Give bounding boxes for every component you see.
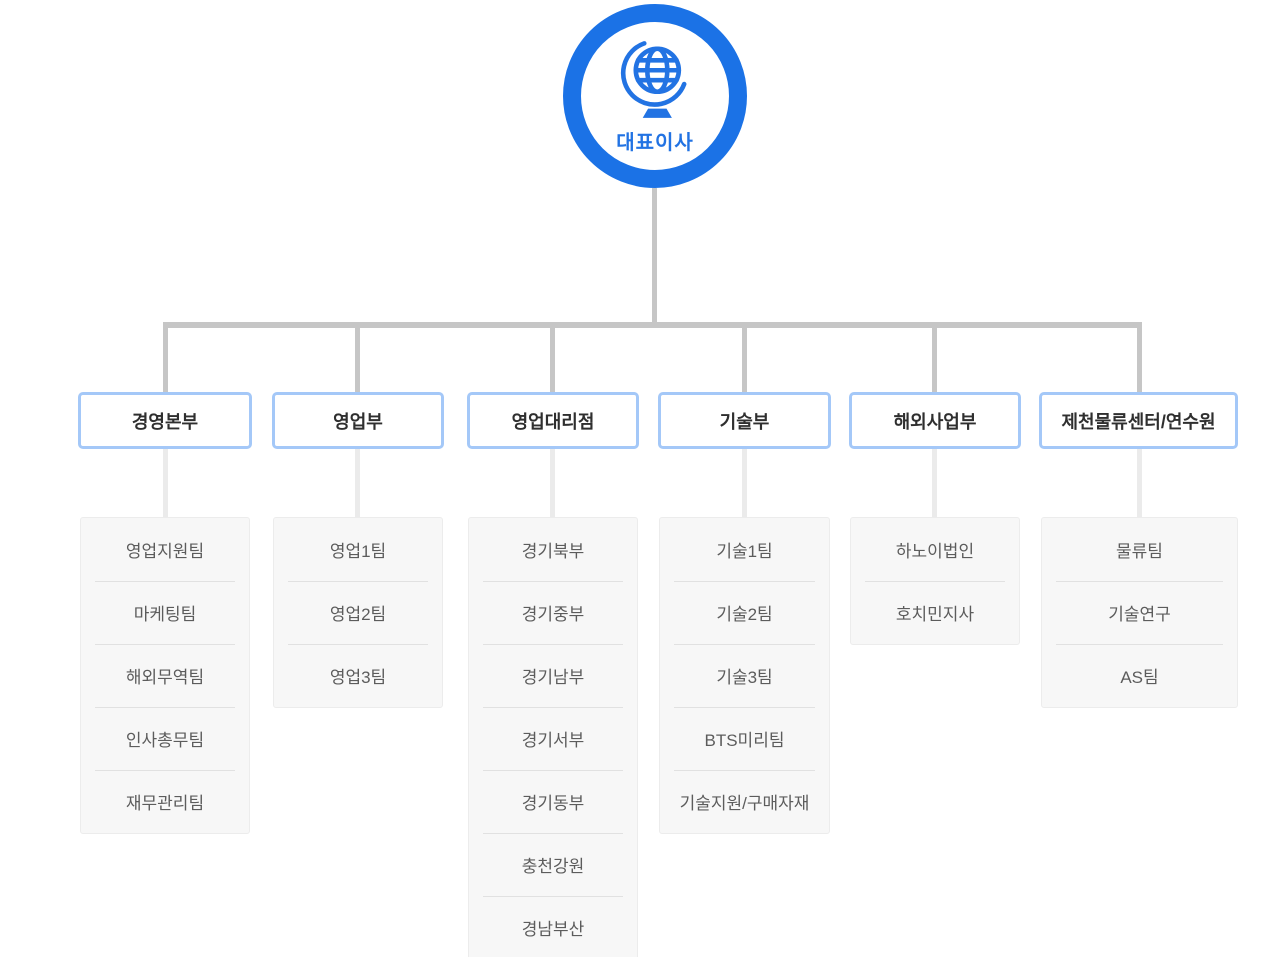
team-item: 마케팅팀 [81,581,249,644]
team-item: 기술3팀 [660,644,829,707]
team-item: 경기동부 [469,770,637,833]
ceo-label: 대표이사 [616,131,694,154]
connector-root-vertical [652,188,657,324]
team-item: 경기북부 [521,542,585,561]
connector-horizontal-bar [163,322,1142,328]
team-item: 인사총무팀 [81,707,249,770]
team-item: BTS미리팀 [660,707,829,770]
team-item: 기술지원/구매자재 [660,770,829,833]
team-item: 영업2팀 [274,581,442,644]
dept-header-management: 경영본부 [78,392,252,449]
team-item: 충천강원 [469,833,637,896]
connector-stub [550,449,555,517]
connector-drop [1137,328,1142,392]
team-item: 기술2팀 [660,581,829,644]
team-item: 경남부산 [469,896,637,957]
connector-stub [742,449,747,517]
connector-stub [932,449,937,517]
connector-drop [163,328,168,392]
team-item: 하노이법인 [895,542,975,561]
connector-stub [1137,449,1142,517]
team-item: 경기중부 [469,581,637,644]
team-item: 영업지원팀 [125,542,205,561]
dept-header-sales: 영업부 [272,392,444,449]
connector-drop [742,328,747,392]
dept-header-logistics: 제천물류센터/연수원 [1039,392,1238,449]
team-item: AS팀 [1042,644,1237,707]
team-item: 영업1팀 [329,542,387,561]
dept-header-technology: 기술부 [658,392,831,449]
desk-globe-icon [620,40,687,118]
team-item: 경기서부 [469,707,637,770]
connector-drop [550,328,555,392]
ceo-node: 대표이사 [563,4,747,188]
team-item: 기술연구 [1042,581,1237,644]
team-item: 경기남부 [469,644,637,707]
team-item: 영업3팀 [274,644,442,707]
team-item: 호치민지사 [851,581,1019,644]
connector-stub [163,449,168,517]
connector-stub [355,449,360,517]
team-item: 재무관리팀 [81,770,249,833]
connector-drop [355,328,360,392]
team-item: 해외무역팀 [81,644,249,707]
dept-header-sales-agency: 영업대리점 [467,392,639,449]
connector-drop [932,328,937,392]
team-item: 기술1팀 [716,542,773,561]
dept-header-overseas: 해외사업부 [849,392,1021,449]
team-item: 물류팀 [1116,542,1163,561]
